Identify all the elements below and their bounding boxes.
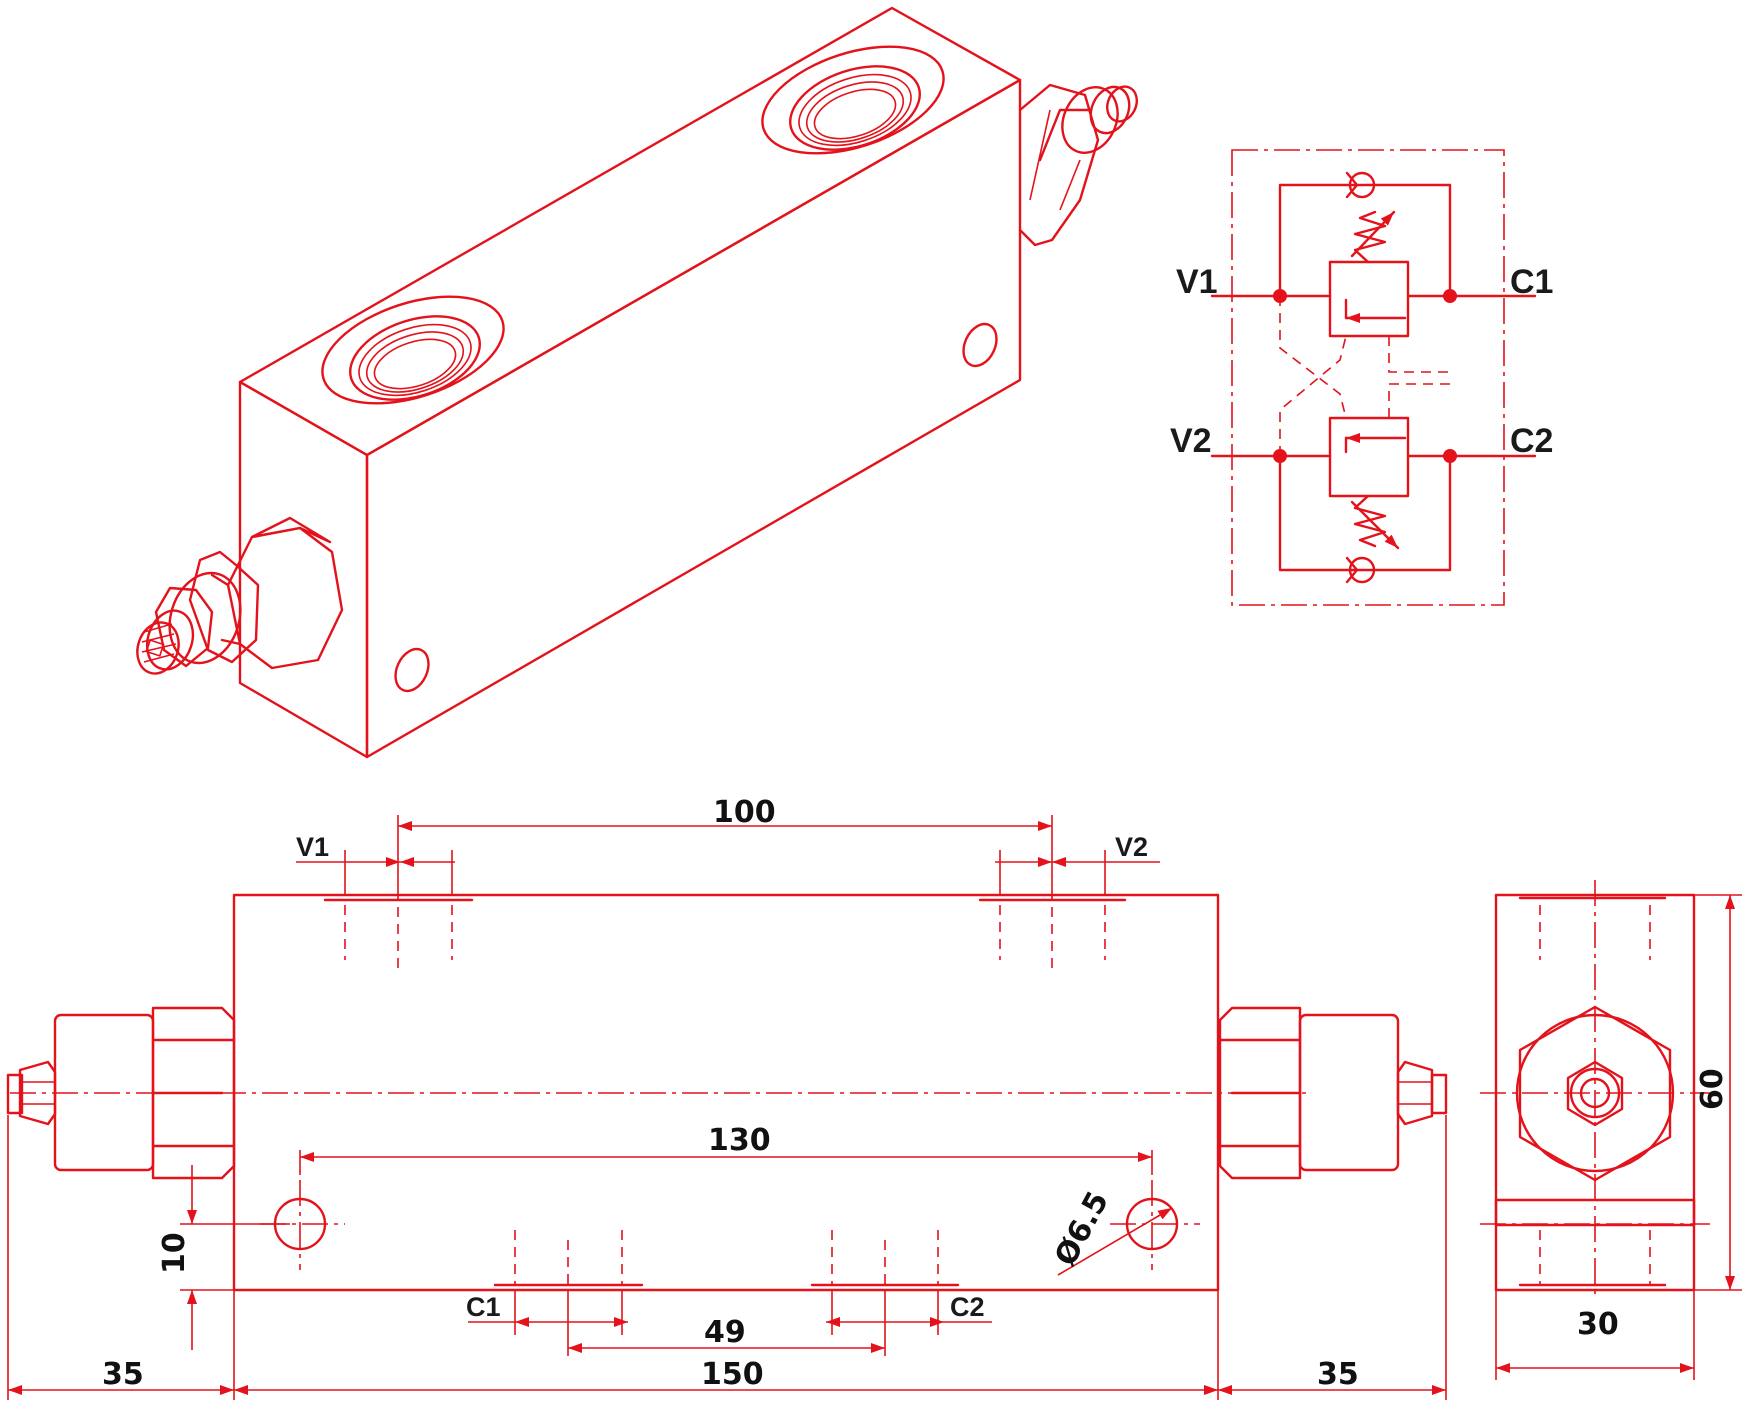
dim-v1: V1: [296, 832, 455, 895]
front-port-v2-hidden: [978, 890, 1127, 975]
side-hex-nut: [1515, 1005, 1675, 1182]
iso-cartridge-left: [136, 516, 344, 675]
side-view: 60 30: [1480, 880, 1742, 1380]
dim-35-right: 35: [1218, 1115, 1447, 1400]
schematic-label-v2: V2: [1170, 422, 1212, 460]
front-label-v2: V2: [1115, 832, 1148, 862]
svg-text:60: 60: [1695, 1068, 1730, 1110]
dim-35-left: 35: [7, 1115, 235, 1400]
dim-v2: V2: [995, 832, 1160, 895]
front-mount-hole-right: [1110, 1180, 1200, 1270]
dim-60: 60: [1694, 894, 1742, 1291]
front-cartridge-left: [6, 1006, 236, 1180]
valve-box-bottom: [1328, 416, 1410, 498]
spring-bottom: [1350, 494, 1400, 550]
dim-49: 49: [567, 1300, 886, 1356]
front-port-c2-hidden: [810, 1230, 960, 1300]
dim-100: 100: [397, 795, 1053, 890]
svg-text:Ø6.5: Ø6.5: [1048, 1186, 1116, 1272]
iso-port-v1: [321, 295, 505, 405]
svg-text:35: 35: [1317, 1357, 1359, 1392]
front-cartridge-right: [1218, 1006, 1448, 1180]
front-mount-hole-left: [260, 1180, 345, 1270]
svg-text:130: 130: [708, 1123, 771, 1158]
schematic-label-c2: C2: [1510, 422, 1553, 460]
dim-c1: C1: [466, 1290, 628, 1335]
iso-port-v2: [761, 45, 945, 155]
dim-150: 150: [234, 1290, 1219, 1400]
front-view: 100 V1 V2 130 Ø6.5: [6, 795, 1448, 1400]
dim-130: 130: [299, 1123, 1153, 1175]
front-label-v1: V1: [296, 832, 329, 862]
svg-text:49: 49: [704, 1315, 746, 1350]
svg-text:30: 30: [1577, 1307, 1619, 1342]
svg-text:150: 150: [701, 1357, 764, 1392]
dim-30: 30: [1495, 1290, 1695, 1380]
spring-top: [1350, 210, 1396, 264]
front-label-c2: C2: [950, 1292, 985, 1322]
iso-mount-hole-left: [394, 647, 430, 693]
iso-mount-hole-right: [962, 322, 998, 368]
iso-body-front: [238, 380, 369, 759]
iso-body-right: [365, 78, 1022, 759]
iso-cartridge-right: [1018, 83, 1138, 247]
schematic-boundary: [1231, 149, 1505, 606]
schematic-label-v1: V1: [1176, 263, 1218, 301]
front-label-c1: C1: [466, 1292, 501, 1322]
check-valve-bottom: [1345, 556, 1376, 584]
schematic-label-c1: C1: [1510, 263, 1553, 301]
isometric-view: [136, 6, 1138, 759]
dim-c2: C2: [826, 1290, 992, 1335]
front-port-v1-hidden: [323, 890, 474, 975]
hydraulic-schematic: V1 C1 V2 C2: [1170, 149, 1553, 606]
svg-text:35: 35: [102, 1357, 144, 1392]
check-valve-top: [1345, 171, 1376, 199]
front-port-c1-hidden: [493, 1230, 644, 1300]
valve-box-top: [1328, 260, 1410, 338]
dim-10: 10: [157, 1165, 290, 1350]
svg-text:100: 100: [713, 795, 776, 830]
svg-text:10: 10: [157, 1232, 192, 1274]
